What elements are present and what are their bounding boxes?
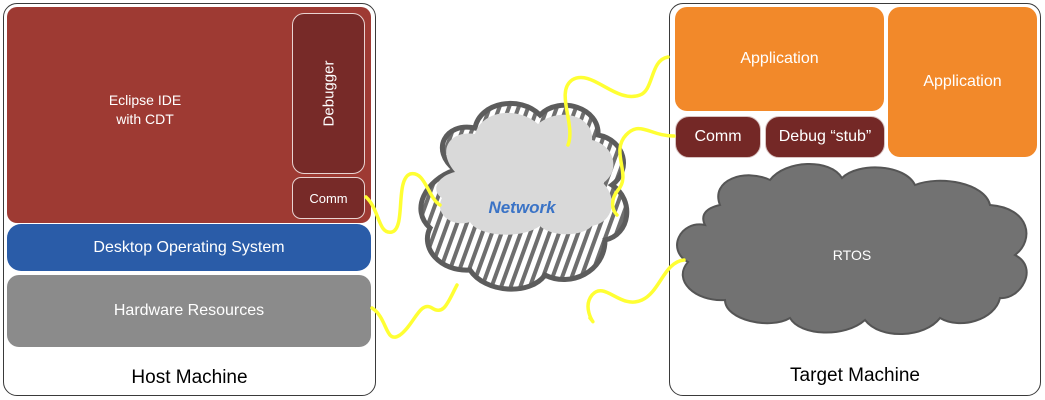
host-comm-label: Comm [309,190,348,206]
debug-stub-label: Debug “stub” [778,128,872,145]
application-label-1: Application [740,50,819,67]
host-comm-block: Comm [292,177,365,219]
host-machine-caption: Host Machine [131,367,248,388]
application-label-2: Application [923,73,1002,90]
network-label: Network [488,198,557,217]
network-cloud [418,100,630,292]
target-machine-caption: Target Machine [790,365,920,386]
eclipse-ide-label: Eclipse IDE [108,92,182,108]
debug-stub-block: Debug “stub” [765,116,885,158]
application-block-2: Application [888,7,1037,157]
wire-host-comm [364,172,442,234]
rtos-cloud [676,163,1028,335]
target-comm-label: Comm [694,128,742,145]
wire-app [563,55,670,147]
eclipse-cdt-label: with CDT [116,111,174,127]
wire-rtos [586,258,686,324]
desktop-os-label: Desktop Operating System [93,238,285,256]
desktop-os-block: Desktop Operating System [7,224,371,271]
wire-target-comm [610,126,676,217]
debugger-block: Debugger [292,13,365,174]
target-comm-block: Comm [675,116,761,158]
hardware-resources-label: Hardware Resources [113,302,265,319]
rtos-label: RTOS [833,247,871,263]
application-block-1: Application [675,7,884,111]
wire-hardware [370,283,459,339]
hardware-resources-block: Hardware Resources [7,275,371,347]
network-wires [364,55,686,339]
